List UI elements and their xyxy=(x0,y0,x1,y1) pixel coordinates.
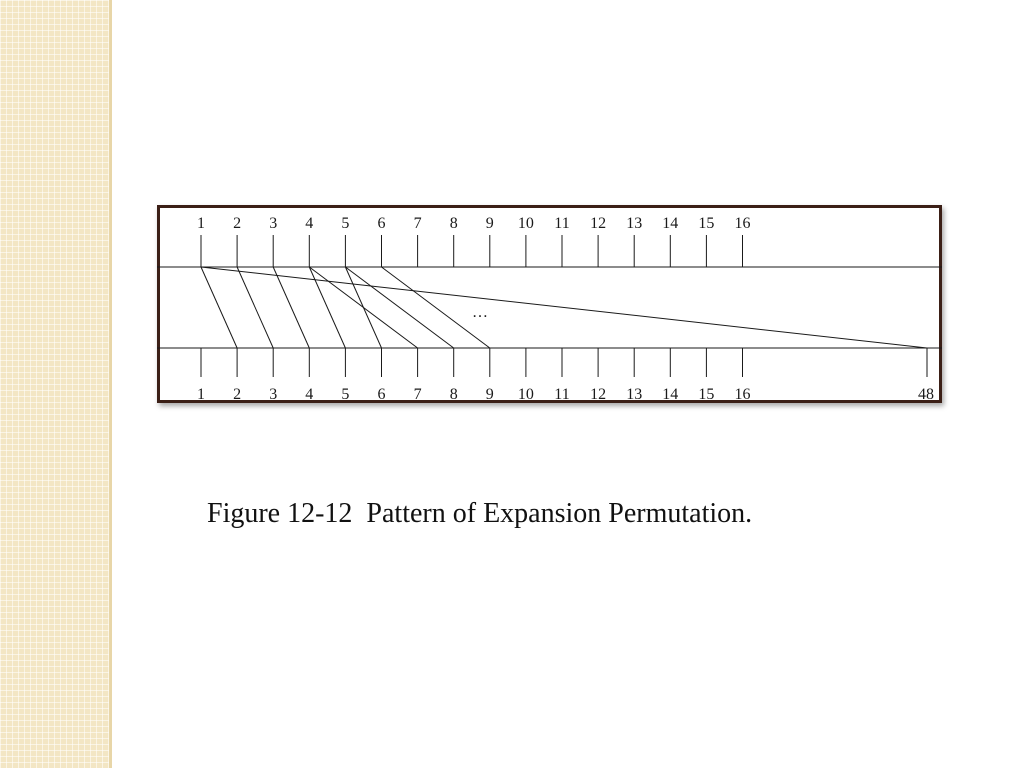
top-label: 16 xyxy=(735,215,751,232)
top-label: 13 xyxy=(626,215,642,232)
bottom-label: 8 xyxy=(450,386,458,403)
bottom-label: 13 xyxy=(626,386,642,403)
bottom-label: 12 xyxy=(590,386,606,403)
bottom-label: 2 xyxy=(233,386,241,403)
top-label: 9 xyxy=(486,215,494,232)
top-label: 8 xyxy=(450,215,458,232)
top-label: 6 xyxy=(378,215,386,232)
top-label: 12 xyxy=(590,215,606,232)
bottom-label: 9 xyxy=(486,386,494,403)
bottom-label-last: 48 xyxy=(918,386,934,403)
permutation-connection xyxy=(308,266,346,349)
permutation-connection xyxy=(200,266,928,349)
top-label: 7 xyxy=(414,215,422,232)
permutation-connection xyxy=(236,266,274,349)
top-label: 10 xyxy=(518,215,534,232)
permutation-connection xyxy=(345,266,454,349)
permutation-connection xyxy=(344,266,382,349)
top-label: 15 xyxy=(698,215,714,232)
top-label: 2 xyxy=(233,215,241,232)
bottom-label: 1 xyxy=(197,386,205,403)
permutation-connection xyxy=(381,266,491,349)
ellipsis-label: … xyxy=(472,304,488,321)
top-label: 1 xyxy=(197,215,205,232)
bottom-label: 3 xyxy=(269,386,277,403)
top-label: 3 xyxy=(269,215,277,232)
figure-caption: Figure 12-12 Pattern of Expansion Permut… xyxy=(207,498,753,529)
decorative-side-strip xyxy=(0,0,112,768)
top-label: 14 xyxy=(662,215,678,232)
bottom-label: 5 xyxy=(341,386,349,403)
top-label: 4 xyxy=(305,215,313,232)
bottom-label: 10 xyxy=(518,386,534,403)
bottom-label: 11 xyxy=(554,386,569,403)
bottom-label: 6 xyxy=(378,386,386,403)
permutation-connection xyxy=(200,266,238,349)
bottom-label: 15 xyxy=(698,386,714,403)
top-label: 11 xyxy=(554,215,569,232)
bottom-label: 4 xyxy=(305,386,313,403)
permutation-connection xyxy=(272,266,310,349)
bottom-label: 16 xyxy=(735,386,751,403)
bottom-label: 7 xyxy=(414,386,422,403)
top-label: 5 xyxy=(341,215,349,232)
bottom-label: 14 xyxy=(662,386,678,403)
